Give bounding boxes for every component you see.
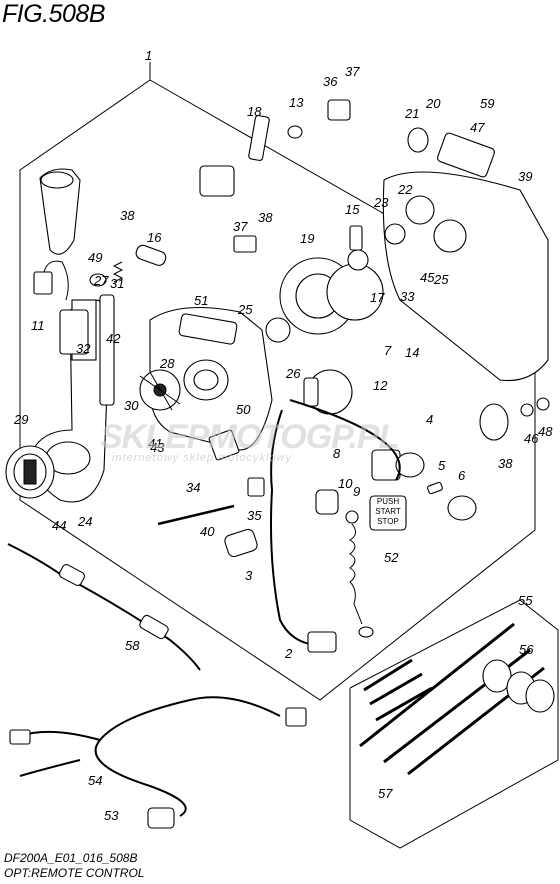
callout-42: 42 (106, 331, 121, 346)
callout-20: 20 (425, 96, 441, 111)
callout-33: 33 (400, 289, 415, 304)
switch-panel-line-stop: STOP (377, 517, 399, 526)
callout-45: 45 (420, 270, 435, 285)
callout-44: 44 (52, 518, 66, 533)
callout-15: 15 (345, 202, 360, 217)
callout-32: 32 (76, 341, 91, 356)
grommets-icon (482, 659, 555, 713)
figure-title: FIG.508B (2, 0, 106, 28)
callout-13: 13 (289, 95, 304, 110)
callout-12: 12 (373, 378, 388, 393)
callout-29: 29 (13, 412, 28, 427)
callout-9: 9 (353, 484, 360, 499)
switch-panel-line-push: PUSH (376, 497, 400, 506)
callout-7: 7 (384, 343, 392, 358)
callout-35: 35 (247, 508, 262, 523)
watermark-sub: internetowy sklep motocyklowy (112, 452, 293, 464)
lever-grip-icon (39, 168, 81, 255)
callout-10: 10 (338, 476, 353, 491)
callout-57: 57 (378, 786, 393, 801)
switch-panel-line-start: START (375, 507, 401, 516)
callout-51: 51 (194, 293, 208, 308)
callout-36: 36 (323, 74, 338, 89)
callout-25: 25 (433, 272, 449, 287)
throttle-cable-icon (7, 543, 201, 671)
callout-6: 6 (458, 468, 466, 483)
harness-icon (270, 409, 311, 645)
callout-27: 27 (93, 273, 109, 288)
model-code: DF200A_E01_016_508B (4, 851, 138, 865)
callout-37: 37 (233, 219, 248, 234)
callout-25: 25 (237, 302, 253, 317)
callout-24: 24 (77, 514, 92, 529)
callout-40: 40 (200, 524, 215, 539)
callout-23: 23 (373, 195, 389, 210)
callout-28: 28 (159, 356, 175, 371)
callout-labels: 1234567891011121314151617181920212223242… (13, 48, 553, 823)
lanyard-icon (349, 523, 363, 625)
callout-34: 34 (186, 480, 200, 495)
figure-caption: OPT:REMOTE CONTROL (4, 866, 145, 880)
side-plate-icon (382, 171, 549, 382)
callout-11: 11 (31, 318, 45, 333)
callout-59: 59 (480, 96, 494, 111)
callout-4: 4 (426, 412, 433, 427)
callout-56: 56 (519, 642, 534, 657)
callout-38: 38 (120, 208, 135, 223)
callout-8: 8 (333, 446, 341, 461)
callout-46: 46 (524, 431, 539, 446)
callout-30: 30 (124, 398, 139, 413)
callout-22: 22 (397, 182, 413, 197)
callout-5: 5 (438, 458, 446, 473)
callout-21: 21 (404, 106, 419, 121)
callout-16: 16 (147, 230, 162, 245)
callout-31: 31 (110, 276, 124, 291)
callout-50: 50 (236, 402, 251, 417)
callout-58: 58 (125, 638, 140, 653)
callout-1: 1 (145, 48, 152, 63)
callout-2: 2 (284, 646, 293, 661)
callout-19: 19 (300, 231, 314, 246)
callout-43: 43 (150, 440, 165, 455)
callout-3: 3 (245, 568, 253, 583)
watermark-main: SKLEPMOTOGP.PL (100, 418, 399, 456)
callout-18: 18 (247, 104, 262, 119)
callout-48: 48 (538, 424, 553, 439)
callout-47: 47 (470, 120, 485, 135)
callout-39: 39 (518, 169, 532, 184)
callout-26: 26 (285, 366, 301, 381)
callout-52: 52 (384, 550, 399, 565)
callout-49: 49 (88, 250, 102, 265)
callout-17: 17 (370, 290, 385, 305)
callout-14: 14 (405, 345, 419, 360)
callout-38: 38 (498, 456, 513, 471)
stop-switch-icon (369, 495, 407, 531)
callout-54: 54 (88, 773, 102, 788)
callout-53: 53 (104, 808, 119, 823)
switch-panel: PUSH START STOP (372, 497, 404, 527)
callout-37: 37 (345, 64, 360, 79)
callout-38: 38 (258, 210, 273, 225)
callout-55: 55 (518, 593, 533, 608)
callout-41: 41 (148, 436, 162, 451)
